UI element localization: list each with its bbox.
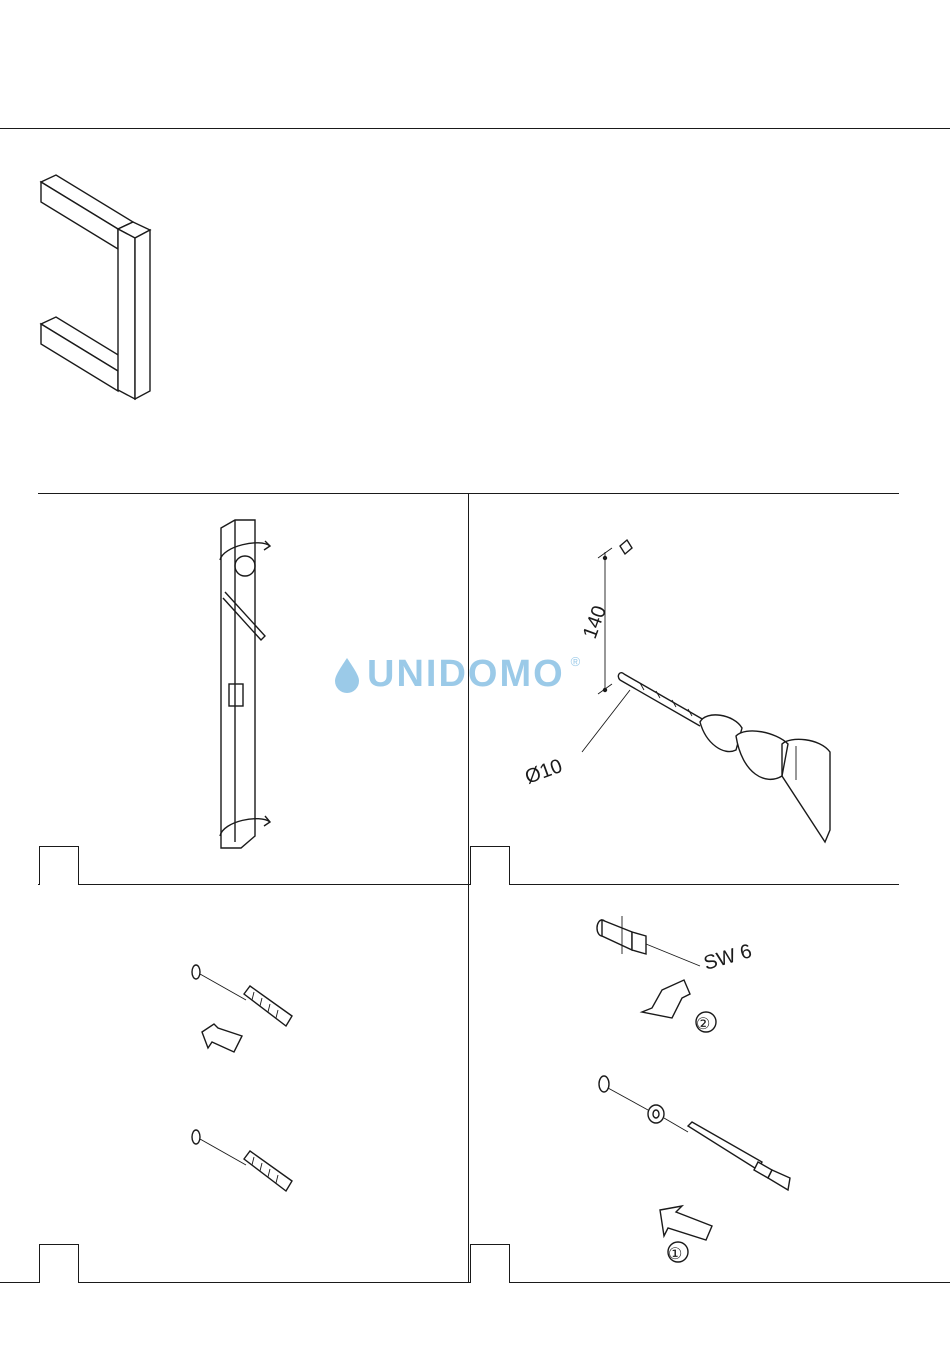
wall-plug-icon — [188, 960, 298, 1060]
drill-diameter-label: Ø10 — [522, 755, 565, 789]
unidomo-watermark-logo: UNIDOMO ® — [333, 652, 623, 696]
step-1-box — [39, 846, 79, 885]
registered-mark: ® — [571, 654, 581, 669]
brand-name: UNIDOMO — [367, 653, 565, 696]
step-2-box — [470, 846, 510, 885]
towel-rail-product-icon — [38, 172, 158, 404]
wrench-size-label: SW 6 — [701, 940, 754, 975]
order-first-label: ① — [668, 1246, 682, 1263]
distance-label: 140 — [579, 603, 611, 642]
bolt-icon: SW 6 ② — [592, 914, 772, 1024]
header-divider — [0, 128, 950, 129]
bolt-icon — [592, 1074, 802, 1184]
wall-plug-icon — [188, 1125, 298, 1205]
arrow-icon: ① — [660, 1206, 720, 1266]
step-4-box — [470, 1244, 510, 1283]
step-3-box — [39, 1244, 79, 1283]
order-second-label: ② — [696, 1016, 710, 1033]
mounting-bracket-icon — [215, 516, 275, 858]
water-drop-icon — [333, 656, 361, 692]
grid-center-divider — [468, 493, 469, 1283]
